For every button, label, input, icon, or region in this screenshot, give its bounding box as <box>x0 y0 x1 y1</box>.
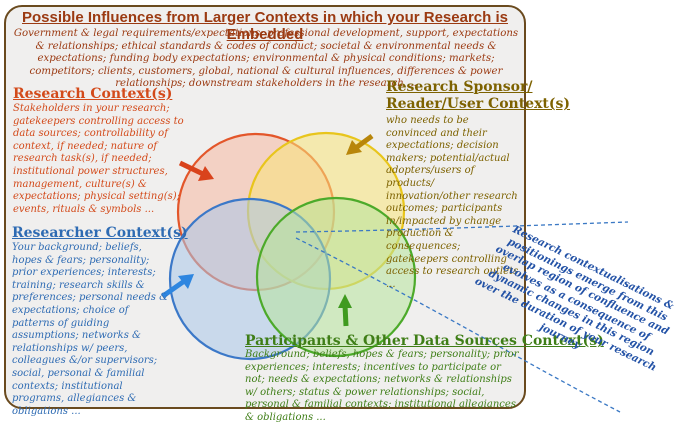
research-context-title: Research Context(s) <box>13 86 173 102</box>
researcher-context-arrow <box>161 274 194 299</box>
sponsor-context-description: who needs to be convinced and their expe… <box>386 115 519 290</box>
sponsor-context-title: Research Sponsor/ Reader/User Context(s) <box>386 79 570 113</box>
outer-context-description: Government & legal requirements/expectat… <box>13 28 519 89</box>
sponsor-context-arrow <box>346 133 374 155</box>
participants-context-title: Participants & Other Data Sources Contex… <box>245 333 604 349</box>
participants-context-description: Background; beliefs, hopes & fears; pers… <box>245 349 519 423</box>
research-context-description: Stakeholders in your research; gatekeepe… <box>13 103 184 215</box>
sponsor-context-title-line2: Reader/User Context(s) <box>386 96 571 112</box>
research-context-arrow <box>178 160 214 181</box>
sponsor-context-title-line1: Research Sponsor/ <box>386 79 533 95</box>
participants-context-circle <box>255 196 417 358</box>
venn-diagram <box>161 131 629 413</box>
researcher-context-title: Researcher Context(s) <box>12 225 188 241</box>
overlap-bracket-lines <box>295 221 629 413</box>
researcher-context-description: Your background; beliefs, hopes & fears;… <box>12 242 168 417</box>
outer-context-title: Possible Influences from Larger Contexts… <box>22 9 508 43</box>
participants-context-arrow <box>338 294 352 327</box>
